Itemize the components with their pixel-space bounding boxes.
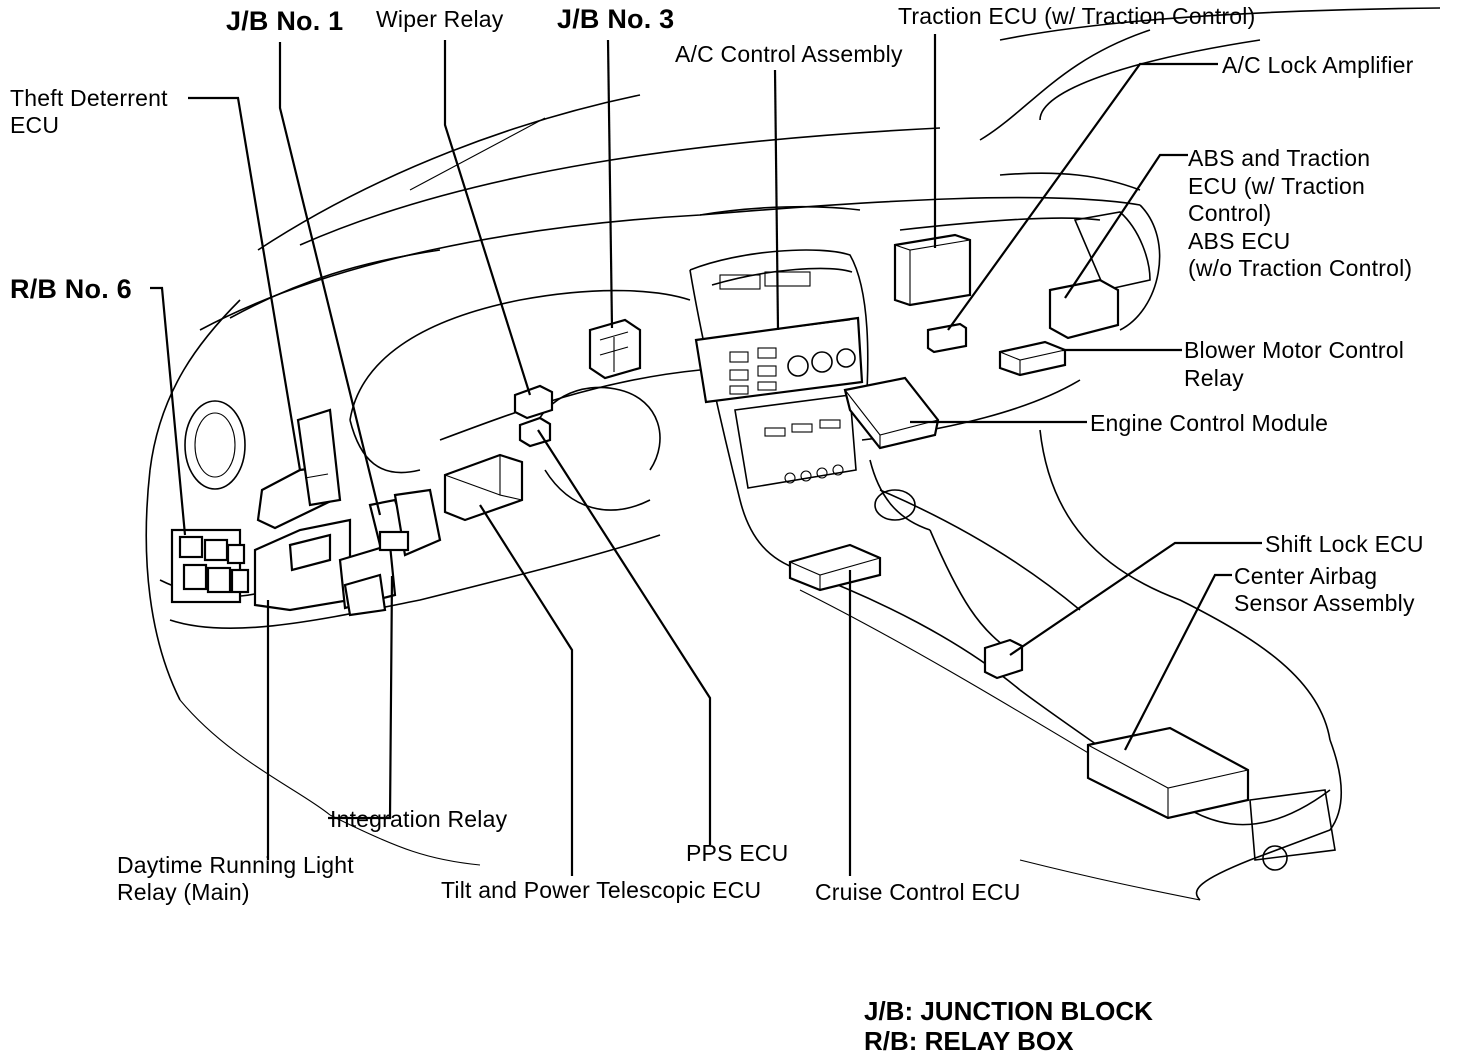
label-blower-line2: Relay	[1184, 365, 1244, 391]
label-abs-line5: (w/o Traction Control)	[1188, 255, 1413, 281]
legend-junction-block: J/B: JUNCTION BLOCK	[864, 996, 1153, 1026]
leader-lines	[150, 34, 1262, 876]
dashboard-outline	[145, 7, 1441, 901]
blower-motor-control-relay	[998, 340, 1067, 377]
label-drl-line2: Relay (Main)	[117, 879, 250, 905]
label-tilt-telescopic-ecu: Tilt and Power Telescopic ECU	[441, 877, 762, 903]
label-ac-lock-amplifier: A/C Lock Amplifier	[1222, 52, 1414, 78]
wiper-relay	[513, 384, 554, 448]
label-drl-line1: Daytime Running Light	[117, 852, 354, 878]
label-abs-line2: ECU (w/ Traction	[1188, 173, 1366, 199]
label-abs-line1: ABS and Traction	[1188, 145, 1371, 171]
label-jb3: J/B No. 3	[557, 4, 675, 34]
label-pps-ecu: PPS ECU	[686, 840, 789, 866]
label-airbag-line1: Center Airbag	[1234, 563, 1378, 589]
legend-relay-box: R/B: RELAY BOX	[864, 1026, 1074, 1056]
tilt-telescopic-ecu	[443, 453, 524, 522]
label-shift-lock-ecu: Shift Lock ECU	[1265, 531, 1424, 557]
label-abs-line4: ABS ECU	[1188, 228, 1291, 254]
label-cruise-control-ecu: Cruise Control ECU	[815, 879, 1021, 905]
relay-box-6	[170, 528, 250, 604]
label-traction-ecu: Traction ECU (w/ Traction Control)	[898, 3, 1256, 29]
label-engine-control-module: Engine Control Module	[1090, 410, 1329, 436]
theft-deterrent-ecu	[256, 408, 342, 530]
shift-lock-ecu	[983, 638, 1024, 680]
label-airbag-line2: Sensor Assembly	[1234, 590, 1415, 616]
label-jb1: J/B No. 1	[226, 6, 344, 36]
label-rb6: R/B No. 6	[10, 274, 132, 304]
ac-lock-amplifier	[926, 322, 968, 354]
label-ac-control-assembly: A/C Control Assembly	[675, 41, 903, 67]
label-wiper-relay: Wiper Relay	[376, 6, 504, 32]
engine-control-module	[843, 376, 940, 450]
label-abs-line3: Control)	[1188, 200, 1272, 226]
abs-ecu	[1048, 278, 1120, 340]
traction-ecu	[893, 233, 972, 307]
label-theft-deterrent-line2: ECU	[10, 112, 60, 138]
label-integration-relay: Integration Relay	[330, 806, 508, 832]
junction-block-3	[588, 318, 642, 380]
center-airbag-sensor	[1086, 726, 1250, 820]
label-blower-line1: Blower Motor Control	[1184, 337, 1405, 363]
cruise-control-ecu	[788, 543, 882, 592]
label-theft-deterrent-line1: Theft Deterrent	[10, 85, 168, 111]
